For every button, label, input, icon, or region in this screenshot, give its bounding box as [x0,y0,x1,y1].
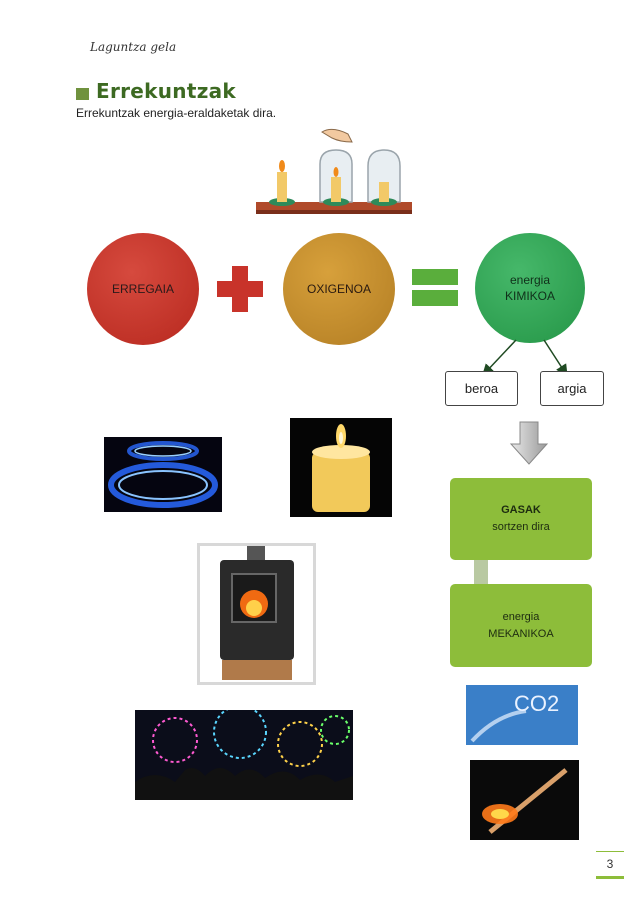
chemical-energy-circle: energia KIMIKOA [475,233,585,343]
mechanical-line1: energia [502,610,540,623]
section-intro: Errekuntzak energia-eraldaketak dira. [76,106,277,120]
branch-arrows [481,339,568,377]
equals-icon-bar [412,290,458,306]
fireworks-image [135,710,353,800]
co2-image: CO2 [466,685,578,745]
oxygen-circle: OXIGENOA [283,233,395,345]
equals-icon [412,269,458,285]
gases-line2: sortzen dira [492,521,550,533]
mechanical-energy-box: energia MEKANIKOA [450,584,592,667]
mechanical-line2: MEKANIKOA [488,627,554,640]
gases-line1: GASAK [501,504,541,516]
chemical-energy-line2: KIMIKOA [504,289,555,303]
light-box: argia [540,371,604,406]
page-number: 3 [596,851,624,879]
down-arrow-icon [509,421,549,465]
fuel-label: ERREGAIA [111,282,174,296]
gas-burner-image [104,437,222,512]
fuel-circle: ERREGAIA [87,233,199,345]
plus-icon-bar [217,281,263,297]
page-header: Laguntza gela [90,40,177,54]
candle-experiment-image [252,122,418,230]
oxygen-label: OXIGENOA [306,282,371,296]
page-number-text: 3 [606,857,614,871]
stove-image [197,543,316,685]
light-label: argia [557,381,587,396]
candle-image [290,418,392,517]
heat-label: beroa [464,381,499,396]
heat-box: beroa [445,371,518,406]
co2-label: CO2 [514,691,560,716]
gases-box: GASAK sortzen dira [450,478,592,560]
match-image [470,760,579,840]
chemical-energy-line1: energia [509,273,551,287]
section-title: Errekuntzak [96,79,237,103]
section-marker [76,88,89,100]
